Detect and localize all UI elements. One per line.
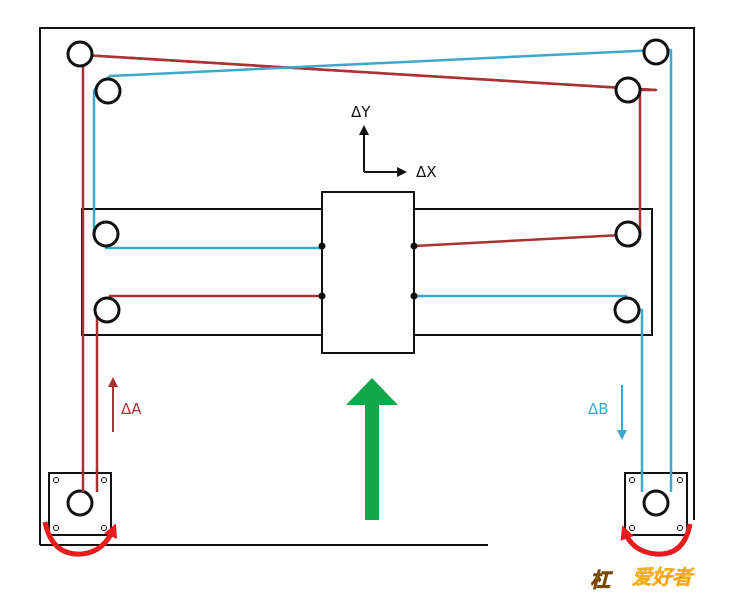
carriage — [321, 191, 415, 354]
pulley-icon — [92, 220, 120, 248]
pulley-icon — [66, 40, 94, 68]
pulley-icon — [642, 38, 670, 66]
pulley-icon — [94, 77, 122, 105]
red-belt-inner — [82, 53, 657, 92]
pulley-icon — [614, 220, 642, 248]
watermark-logo: 杠 爱好者 — [590, 565, 696, 593]
delta-y-label: ΔY — [351, 103, 371, 121]
delta-a-label: ΔA — [121, 400, 142, 418]
curved-arrow-icon — [620, 523, 693, 557]
belt-clamp — [318, 292, 326, 300]
pulley-icon — [93, 296, 121, 324]
logo-glyph: 杠 — [590, 568, 613, 592]
belt-clamp — [410, 242, 418, 250]
outer-frame — [39, 27, 695, 546]
logo-text: 爱好者 — [632, 565, 695, 589]
blue-belt-motor-segment — [640, 470, 673, 492]
pulley-icon — [613, 296, 641, 324]
stepper-motor-icon — [48, 472, 112, 536]
curved-arrow-icon — [42, 521, 117, 557]
pulley-icon — [614, 76, 642, 104]
delta-b-label: ΔB — [588, 400, 609, 418]
stepper-motor-icon — [624, 472, 688, 536]
motion-up-arrow-icon — [346, 378, 398, 520]
red-belt-motor-segment — [81, 470, 99, 492]
delta-x-label: ΔX — [416, 163, 437, 181]
belt-clamp — [410, 292, 418, 300]
belt-clamp — [318, 242, 326, 250]
